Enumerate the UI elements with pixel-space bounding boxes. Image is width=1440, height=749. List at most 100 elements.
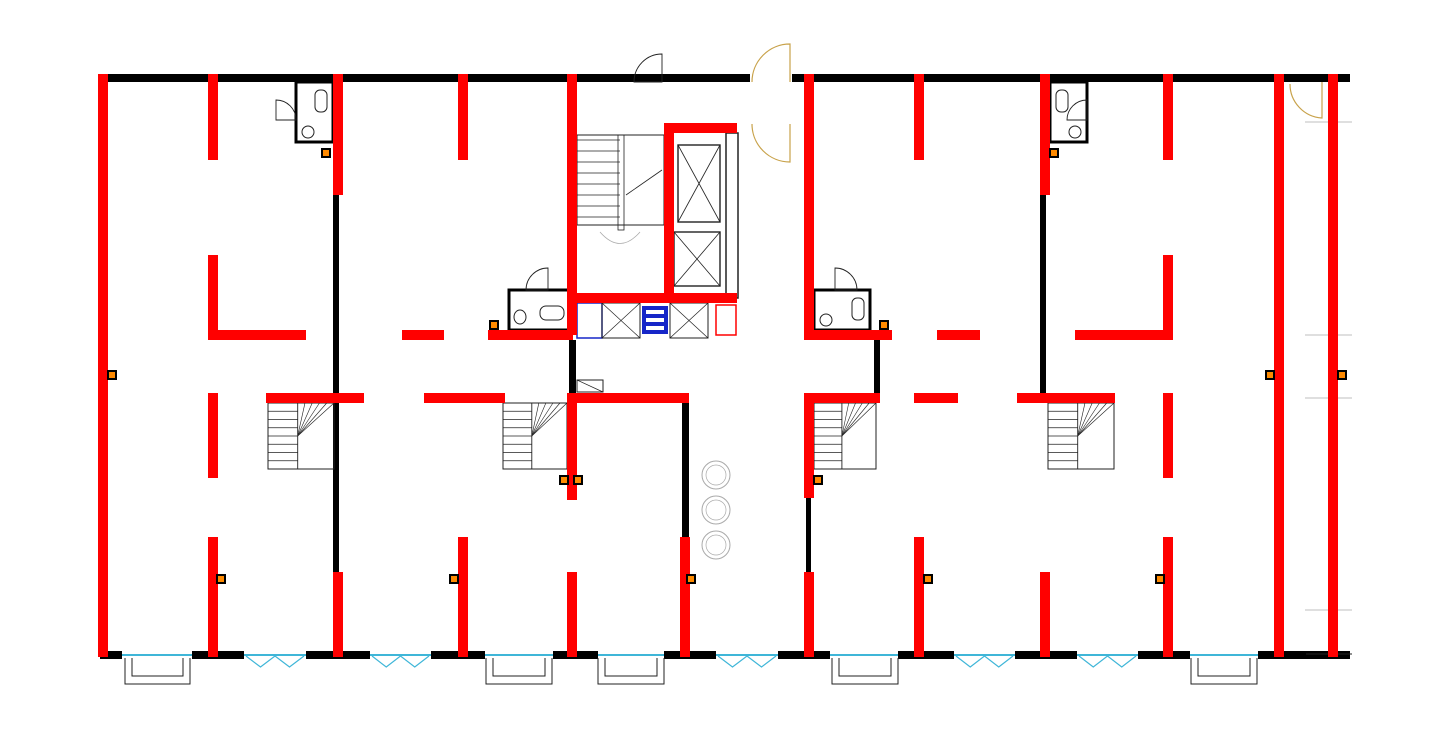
demolished-wall — [208, 255, 218, 340]
planter-icon — [705, 464, 727, 486]
bay-window — [1190, 658, 1258, 685]
closet-cross — [601, 302, 641, 339]
demolished-wall — [266, 393, 364, 403]
door-swing-icon — [751, 123, 791, 163]
stair-landing-arc — [599, 231, 641, 244]
door-swing-icon — [1066, 99, 1088, 121]
outlet-icon — [813, 475, 823, 485]
existing-wall — [100, 74, 1350, 82]
winder — [297, 402, 306, 437]
outlet-icon — [559, 475, 569, 485]
door-swing-icon — [834, 267, 858, 291]
entrance-opening — [750, 70, 792, 84]
sink-icon — [513, 309, 527, 325]
winder — [841, 402, 863, 437]
demolished-wall — [1328, 74, 1338, 657]
panel-breaker — [646, 318, 664, 322]
outlet-icon — [686, 574, 696, 584]
demolished-wall — [664, 123, 737, 133]
elevator-icon — [677, 144, 721, 223]
fixtures — [294, 80, 1352, 655]
planter-icon — [705, 534, 727, 556]
outlets — [107, 148, 1347, 584]
winder — [297, 402, 320, 437]
riser — [576, 379, 604, 393]
electrical-panel-icon — [576, 302, 603, 339]
demolished-wall — [424, 393, 505, 403]
demolished-wall — [208, 74, 218, 160]
winder — [531, 402, 554, 437]
bay-window — [124, 658, 191, 685]
demolished-wall — [567, 572, 577, 657]
sink-icon — [819, 313, 833, 327]
existing-wall — [682, 400, 689, 540]
outlet-icon — [1049, 148, 1059, 158]
winder — [1077, 402, 1115, 437]
planter-icon — [701, 495, 731, 525]
winder — [531, 402, 547, 437]
demolished-wall — [937, 330, 980, 340]
outlet-icon — [1265, 370, 1275, 380]
folding-door — [955, 655, 1014, 668]
main-stair — [576, 134, 665, 226]
demolished-wall — [333, 572, 343, 657]
demolished-wall — [208, 393, 218, 478]
riser-cross — [576, 379, 604, 393]
demolished-wall — [1163, 537, 1173, 657]
demolished-wall — [567, 393, 689, 403]
demolished-wall — [804, 330, 892, 340]
outlet-icon — [216, 574, 226, 584]
folding-door — [245, 655, 305, 668]
door-swing-icon — [275, 99, 297, 121]
existing-wall — [569, 340, 576, 395]
folding-door — [717, 655, 777, 668]
wc-enclosure — [812, 288, 872, 332]
demolished-wall — [567, 393, 577, 500]
shaft-wall — [725, 132, 739, 299]
folding-door — [371, 655, 430, 668]
demolished-wall — [567, 74, 577, 335]
outlet-icon — [449, 574, 459, 584]
outlet-icon — [321, 148, 331, 158]
demolished-wall — [567, 293, 737, 303]
existing-walls — [100, 74, 1350, 659]
demolished-wall — [1274, 74, 1284, 657]
demolished-wall — [1163, 74, 1173, 160]
elevator-cross — [673, 231, 721, 287]
elevator-cross — [677, 144, 721, 223]
sink-icon — [301, 125, 315, 139]
bay-window — [831, 658, 899, 685]
wc-enclosure — [294, 80, 335, 144]
winder — [297, 402, 313, 437]
stair-rail — [617, 134, 625, 231]
winder — [841, 402, 870, 437]
winder — [297, 402, 335, 437]
outlet-icon — [1337, 370, 1347, 380]
demolished-wall — [1163, 255, 1173, 340]
toilet-icon — [314, 89, 328, 113]
outlet-icon — [489, 320, 499, 330]
winder — [1077, 402, 1093, 437]
demolished-wall — [1163, 393, 1173, 478]
outlet-icon — [573, 475, 583, 485]
demolished-wall — [458, 537, 468, 657]
folding-door — [1078, 655, 1137, 668]
existing-wall — [874, 340, 880, 395]
demolished-wall — [804, 403, 814, 498]
panel-breaker — [646, 326, 664, 330]
planter-icon — [705, 499, 727, 521]
demolished-wall — [804, 572, 814, 657]
demolished-wall — [1040, 74, 1050, 195]
sink-icon — [1068, 125, 1082, 139]
winder — [531, 402, 540, 437]
demolished-wall — [488, 330, 573, 340]
demolished-wall — [914, 74, 924, 160]
toilet-icon — [1055, 89, 1069, 113]
outlet-icon — [923, 574, 933, 584]
planter-icon — [701, 530, 731, 560]
winder — [1077, 402, 1107, 437]
demolished-wall — [680, 537, 690, 657]
core-cabinet — [715, 304, 737, 336]
door-swing-icon — [751, 43, 791, 83]
